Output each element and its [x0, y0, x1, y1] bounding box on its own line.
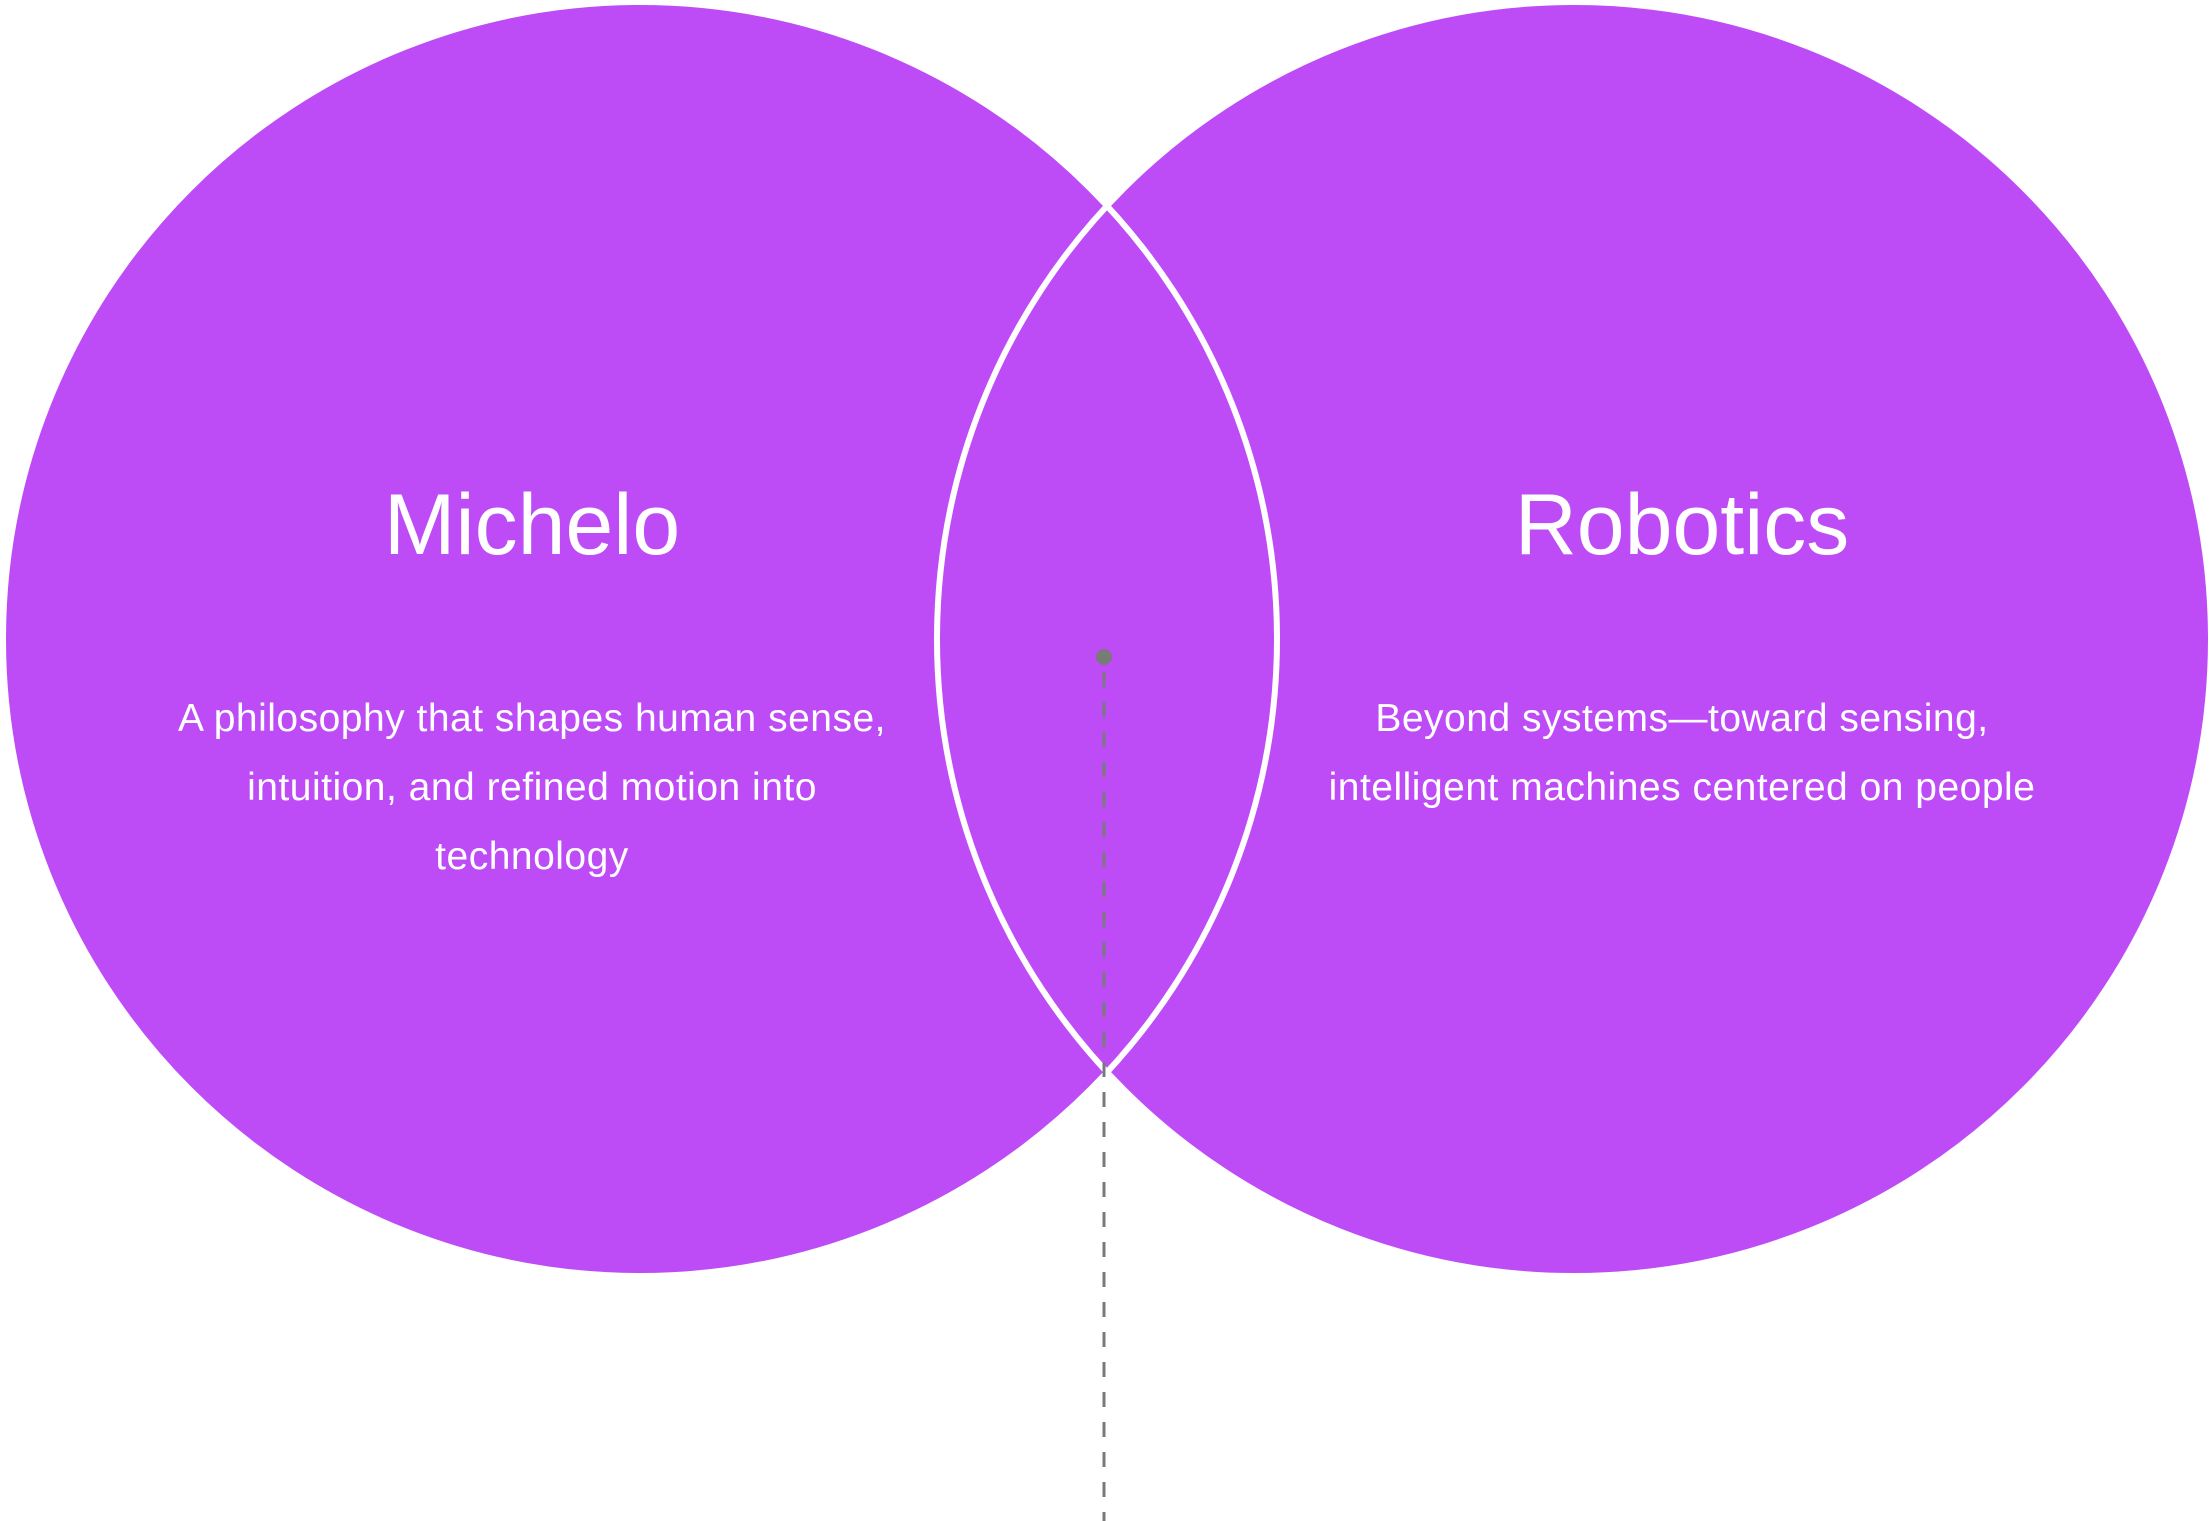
left-circle-outline	[0, 0, 1280, 1279]
right-set-title: Robotics	[1514, 477, 1850, 573]
intersection-connector-dot	[1096, 649, 1112, 665]
left-set-description: A philosophy that shapes human sense, in…	[178, 697, 886, 878]
right-set-description: Beyond systems—toward sensing, intellige…	[1328, 697, 2036, 809]
right-circle-outline	[934, 0, 2211, 1279]
left-set-title: Michelo	[383, 477, 681, 573]
left-circle-michelo	[3, 2, 1277, 1276]
right-circle-robotics	[937, 2, 2211, 1276]
